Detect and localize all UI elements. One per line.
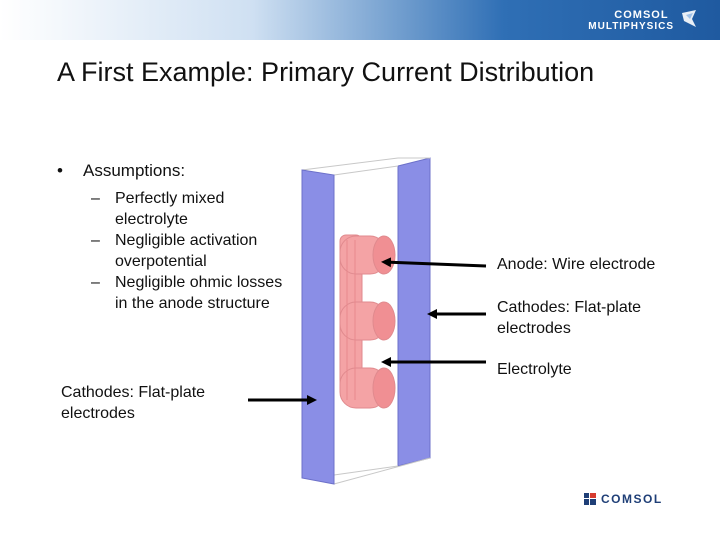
bullet-text: Assumptions: xyxy=(83,161,186,180)
comsol-multiphysics-logo: COMSOL MULTIPHYSICS xyxy=(588,9,674,33)
sub-bullet-item: –Negligible activation overpotential xyxy=(91,232,258,270)
comsol-wing-icon xyxy=(682,10,696,27)
electrolyte-box xyxy=(301,157,431,485)
right-cathode-plate xyxy=(397,157,431,467)
anode-arrow xyxy=(381,257,487,268)
bullet-marker: • xyxy=(57,161,63,180)
footer-logo: COMSOL xyxy=(584,492,663,506)
anode-label: Anode: Wire electrode xyxy=(497,256,656,273)
slide-title: A First Example: Primary Current Distrib… xyxy=(57,57,595,87)
comsol-squares-icon xyxy=(584,493,596,505)
cathodes-right-label: Cathodes: Flat-plate electrodes xyxy=(497,299,642,337)
header-bar xyxy=(0,0,720,40)
sub-bullet-item: –Perfectly mixed electrolyte xyxy=(91,190,225,228)
left-cathode-plate xyxy=(301,169,335,485)
assumptions-list: • Assumptions: –Perfectly mixed electrol… xyxy=(57,160,297,314)
bullet-item: • Assumptions: xyxy=(57,160,297,182)
sub-bullet-list: –Perfectly mixed electrolyte –Negligible… xyxy=(91,188,297,314)
anode-wire-electrode xyxy=(339,234,396,409)
cathodes-left-label: Cathodes: Flat-plate electrodes xyxy=(61,384,206,422)
electrolyte-label: Electrolyte xyxy=(497,361,572,378)
sub-bullet-item: –Negligible ohmic losses in the anode st… xyxy=(91,274,283,312)
